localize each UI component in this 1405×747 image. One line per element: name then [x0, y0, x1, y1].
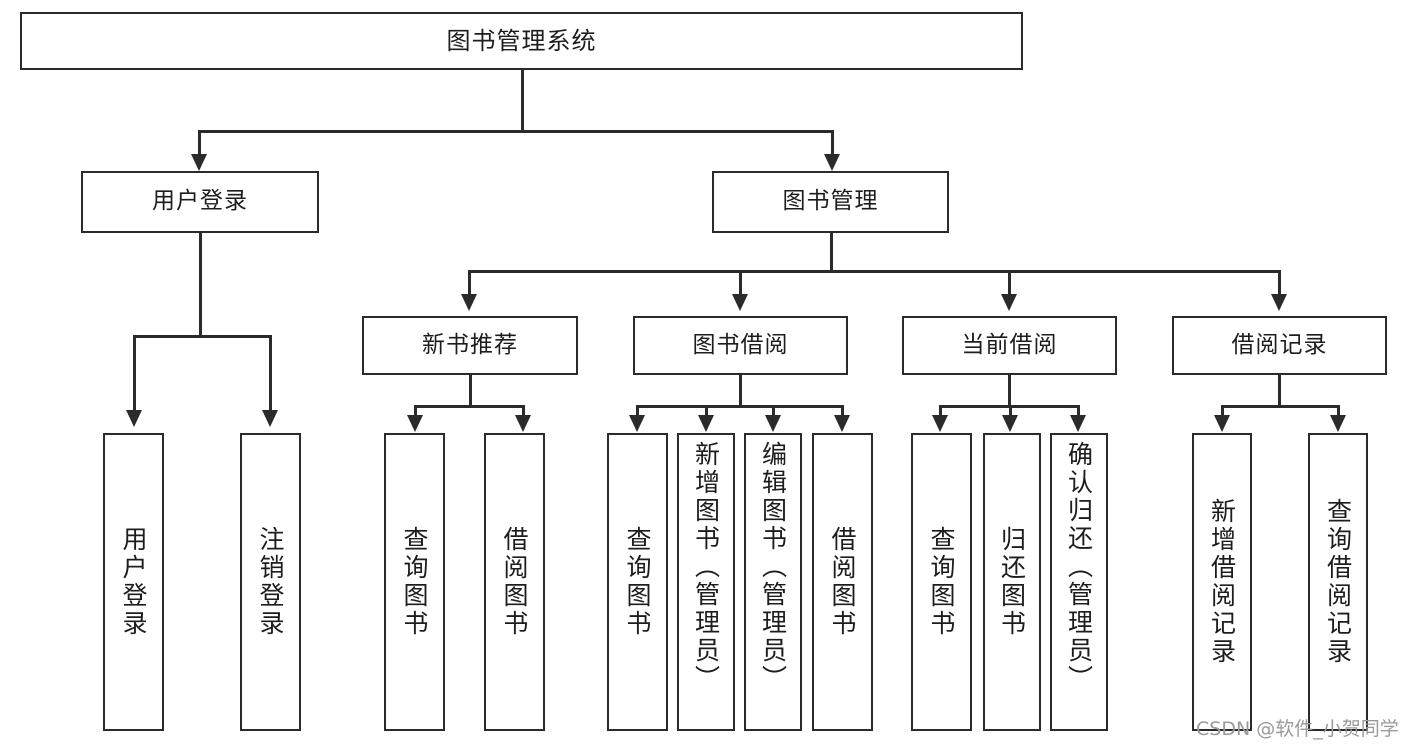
node-root-system[interactable]: 图书管理系统 — [20, 12, 1023, 70]
node-user-login[interactable]: 用户登录 — [81, 171, 319, 233]
arrow-to-borrow-record — [1271, 294, 1287, 311]
node-label: 图书管理 — [782, 188, 879, 215]
arrow-new-book-child-2 — [515, 415, 531, 432]
edge-to-borrow-record — [1278, 270, 1281, 300]
leaf-borrow-book-2[interactable]: 借阅图书 — [812, 433, 873, 731]
edge-book-borrow-stem — [739, 375, 742, 405]
edge-borrow-record-child-2 — [1337, 405, 1340, 421]
node-borrow-record[interactable]: 借阅记录 — [1172, 316, 1387, 375]
arrow-borrow-record-child-2 — [1330, 415, 1346, 432]
node-current-borrow[interactable]: 当前借阅 — [902, 316, 1117, 375]
edge-book-management-stem — [830, 233, 833, 270]
leaf-label: 新增图书（管理员） — [691, 441, 721, 693]
leaf-label: 编辑图书（管理员） — [758, 441, 788, 693]
edge-current-borrow-stem — [1008, 375, 1011, 405]
arrow-book-borrow-child-4 — [834, 415, 850, 432]
arrow-borrow-record-child-1 — [1214, 415, 1230, 432]
arrow-current-borrow-child-3 — [1070, 415, 1086, 432]
leaf-label: 新增借阅记录 — [1207, 498, 1237, 666]
arrow-current-borrow-child-2 — [1002, 415, 1018, 432]
edge-borrow-record-stem — [1278, 375, 1281, 405]
leaf-label: 确认归还（管理员） — [1064, 441, 1094, 693]
edge-user-login-child-1 — [133, 335, 136, 415]
edge-user-login-bar — [133, 335, 271, 338]
leaf-add-record[interactable]: 新增借阅记录 — [1192, 433, 1252, 731]
leaf-user-login[interactable]: 用户登录 — [103, 433, 164, 731]
node-label: 当前借阅 — [961, 331, 1058, 358]
arrow-new-book-child-1 — [407, 415, 423, 432]
node-new-book-recommend[interactable]: 新书推荐 — [362, 316, 578, 375]
edge-level3-bar — [468, 270, 1280, 273]
leaf-label: 用户登录 — [119, 526, 148, 638]
leaf-label: 借阅图书 — [500, 526, 529, 638]
arrow-user-login-child-2 — [262, 410, 278, 427]
edge-level2-bar — [198, 130, 834, 133]
leaf-label: 查询图书 — [927, 526, 956, 638]
leaf-query-book-1[interactable]: 查询图书 — [384, 433, 445, 731]
node-label: 新书推荐 — [422, 331, 518, 358]
leaf-label: 查询图书 — [400, 526, 429, 638]
leaf-confirm-return[interactable]: 确认归还（管理员） — [1050, 433, 1108, 731]
node-label: 用户登录 — [152, 188, 248, 215]
edge-book-borrow-bar — [636, 405, 844, 408]
arrow-to-user-login — [191, 154, 207, 171]
arrow-book-borrow-child-2 — [698, 415, 714, 432]
arrow-to-current-borrow — [1001, 294, 1017, 311]
edge-new-book-bar — [414, 405, 525, 408]
arrow-current-borrow-child-1 — [932, 415, 948, 432]
leaf-label: 归还图书 — [997, 526, 1027, 638]
edge-new-book-child-2 — [522, 405, 525, 421]
edge-book-borrow-child-1 — [636, 405, 639, 421]
leaf-query-record[interactable]: 查询借阅记录 — [1308, 433, 1368, 731]
arrow-to-book-borrow — [732, 294, 748, 311]
leaf-query-book-3[interactable]: 查询图书 — [911, 433, 972, 731]
arrow-to-new-book-recommend — [461, 294, 477, 311]
edge-book-borrow-child-4 — [841, 405, 844, 421]
edge-borrow-record-bar — [1221, 405, 1339, 408]
edge-book-borrow-child-2 — [705, 405, 708, 421]
leaf-edit-book[interactable]: 编辑图书（管理员） — [744, 433, 802, 731]
leaf-borrow-book-1[interactable]: 借阅图书 — [484, 433, 545, 731]
edge-root-stem — [521, 70, 524, 132]
edge-book-borrow-child-3 — [772, 405, 775, 421]
edge-current-borrow-child-2 — [1009, 405, 1012, 421]
csdn-watermark: CSDN @软件_小贺同学 — [1196, 718, 1399, 740]
edge-current-borrow-child-1 — [939, 405, 942, 421]
leaf-label: 借阅图书 — [828, 526, 857, 638]
node-book-borrow[interactable]: 图书借阅 — [633, 316, 848, 375]
leaf-label: 注销登录 — [256, 526, 285, 638]
leaf-return-book[interactable]: 归还图书 — [983, 433, 1041, 731]
node-book-management[interactable]: 图书管理 — [712, 171, 949, 233]
edge-borrow-record-child-1 — [1221, 405, 1224, 421]
leaf-label: 查询借阅记录 — [1323, 498, 1353, 666]
arrow-book-borrow-child-3 — [765, 415, 781, 432]
edge-to-new-book-recommend — [468, 270, 471, 300]
edge-user-login-stem — [199, 233, 202, 335]
node-label: 图书借阅 — [692, 331, 789, 358]
node-label: 借阅记录 — [1231, 331, 1328, 358]
leaf-label: 查询图书 — [623, 526, 652, 638]
leaf-add-book[interactable]: 新增图书（管理员） — [677, 433, 735, 731]
edge-user-login-child-2 — [269, 335, 272, 415]
edge-to-book-management — [831, 130, 834, 162]
arrow-user-login-child-1 — [126, 410, 142, 427]
edge-new-book-stem — [469, 375, 472, 405]
node-label: 图书管理系统 — [446, 26, 597, 55]
edge-new-book-child-1 — [414, 405, 417, 421]
edge-to-user-login — [198, 130, 201, 162]
leaf-user-logout[interactable]: 注销登录 — [240, 433, 301, 731]
arrow-book-borrow-child-1 — [629, 415, 645, 432]
edge-to-current-borrow — [1008, 270, 1011, 300]
arrow-to-book-management — [824, 154, 840, 171]
edge-current-borrow-child-3 — [1077, 405, 1080, 421]
leaf-query-book-2[interactable]: 查询图书 — [607, 433, 668, 731]
edge-to-book-borrow — [739, 270, 742, 300]
